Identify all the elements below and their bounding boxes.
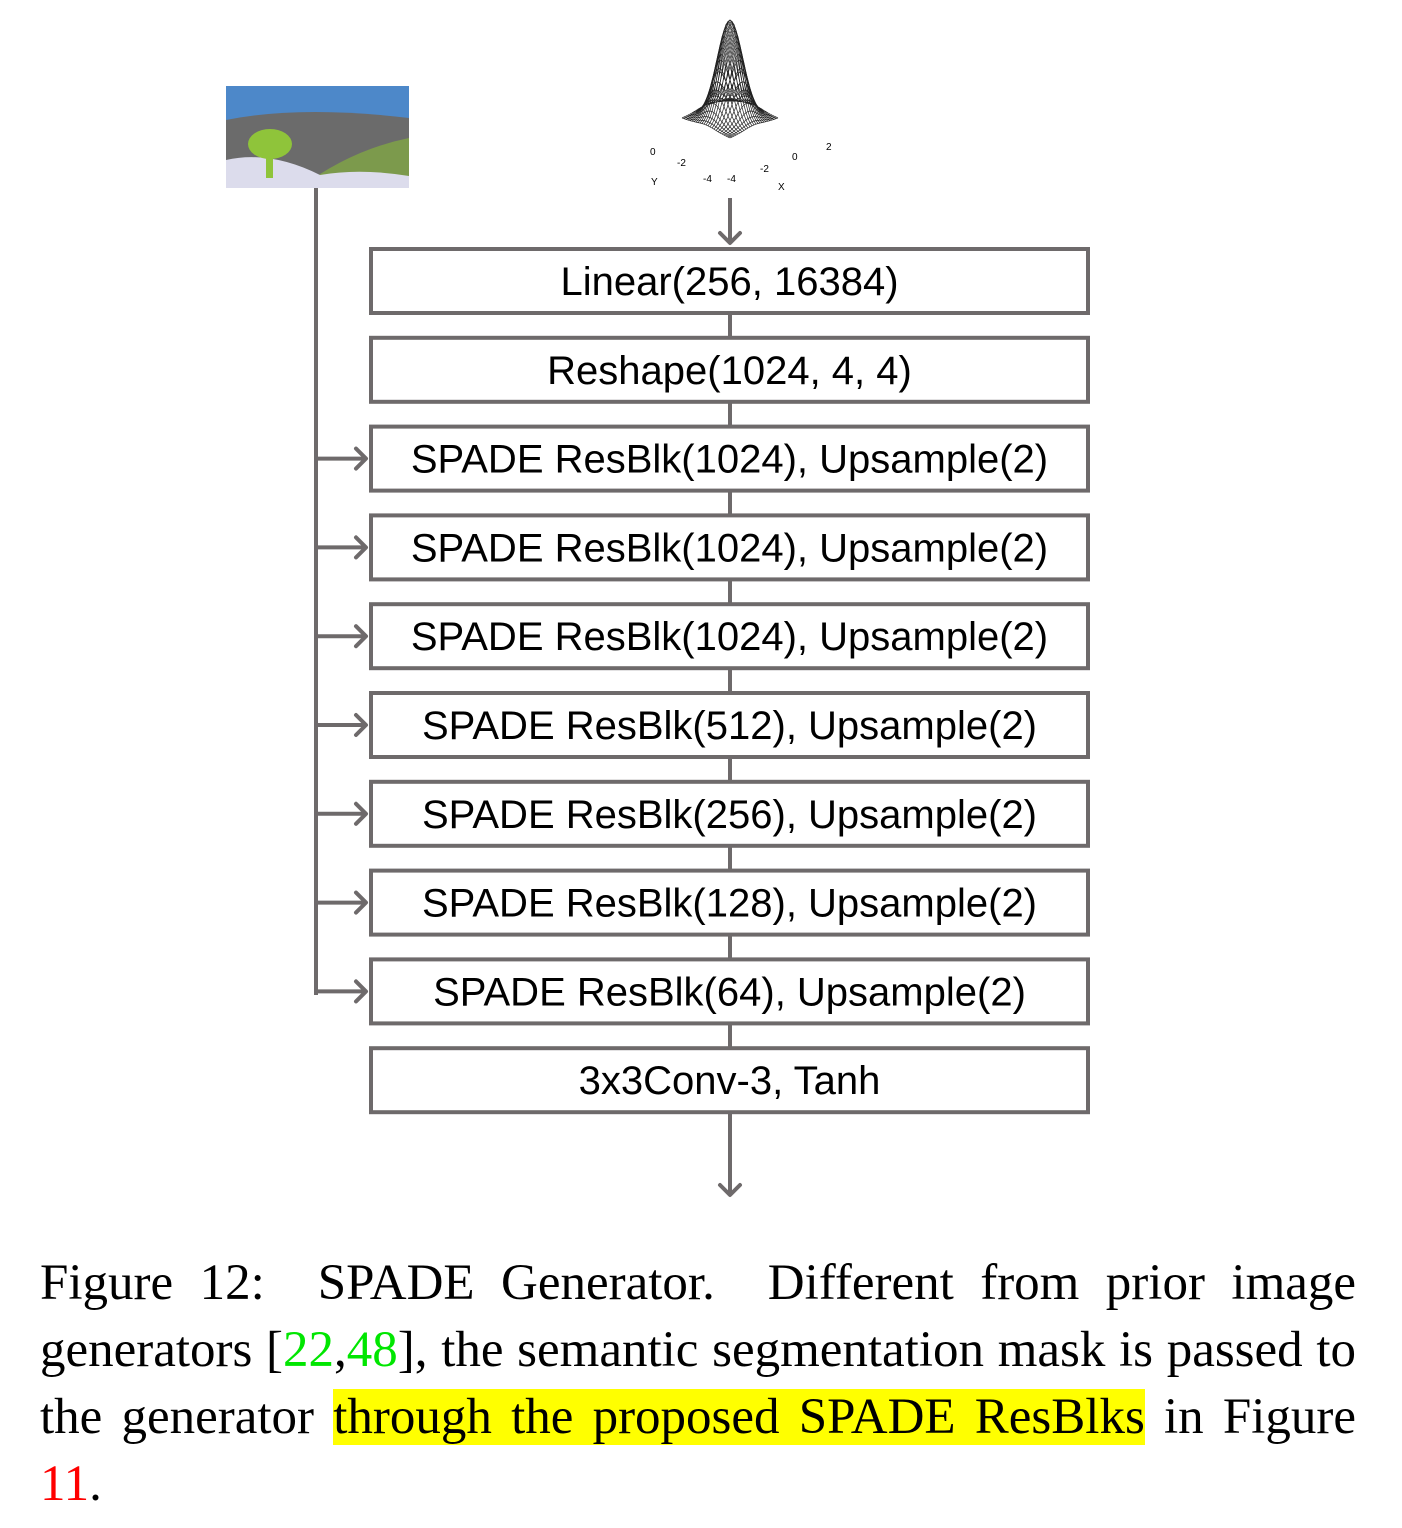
connectors <box>314 188 742 1197</box>
gaussian-noise-plot: 0 -2 -4 -4 -2 0 2Y X <box>650 19 832 193</box>
network-block: SPADE ResBlk(128), Upsample(2) <box>369 868 1090 937</box>
axis-tick-label: -4 <box>703 174 712 185</box>
block-label: SPADE ResBlk(512), Upsample(2) <box>422 704 1037 748</box>
surface-gridline <box>683 116 733 138</box>
highlighted-text: through the proposed SPADE ResBlks <box>333 1389 1145 1445</box>
block-box <box>369 779 1090 848</box>
block-box <box>369 513 1090 582</box>
network-blocks: Linear(256, 16384) Reshape(1024, 4, 4) SPA… <box>369 247 1090 1115</box>
caption-text-4: . <box>89 1456 102 1512</box>
mask-input-arrowhead <box>354 801 368 826</box>
surface-gridline <box>687 110 737 136</box>
network-block: 3x3Conv-3, Tanh <box>369 1046 1090 1115</box>
network-block: SPADE ResBlk(512), Upsample(2) <box>369 691 1090 759</box>
surface-gridline <box>721 102 771 135</box>
surface-gridline <box>705 19 755 126</box>
block-label: SPADE ResBlk(1024), Upsample(2) <box>411 526 1048 570</box>
spade-generator-diagram: 0 -2 -4 -4 -2 0 2Y X Linear(256, 16384) Reshape(… <box>226 19 1090 1197</box>
network-block: SPADE ResBlk(1024), Upsample(2) <box>369 424 1090 493</box>
block-label: SPADE ResBlk(128), Upsample(2) <box>422 882 1037 926</box>
block-box <box>369 247 1090 315</box>
mask-input-arrowhead <box>354 624 368 649</box>
caption-separator: , <box>334 1322 347 1378</box>
mask-input-arrowhead <box>354 446 368 471</box>
block-label: SPADE ResBlk(256), Upsample(2) <box>422 793 1037 837</box>
surface-gridline <box>705 19 755 126</box>
block-box <box>369 335 1090 404</box>
mask-input-arrowhead <box>354 979 368 1004</box>
caption-text-2: ], the semantic segmentation mask is pas… <box>40 1322 1356 1445</box>
citation-link[interactable]: 48 <box>346 1322 398 1378</box>
mask-input-arrowhead <box>354 713 368 737</box>
figure-caption: Figure 12: SPADE Generator. Different fr… <box>40 1250 1356 1518</box>
axis-tick-label: -2 <box>677 158 686 169</box>
x-axis-label: X <box>778 182 785 193</box>
caption-text-1: Different from prior image generators [ <box>40 1255 1357 1378</box>
surface-gridline <box>727 116 777 138</box>
caption-label: Figure 12: <box>40 1255 265 1311</box>
noise-input-arrowhead <box>718 231 742 245</box>
citation-link[interactable]: 22 <box>283 1322 335 1378</box>
network-block: SPADE ResBlk(64), Upsample(2) <box>369 957 1090 1026</box>
surface-gridline <box>729 117 779 139</box>
block-label: Linear(256, 16384) <box>560 260 898 304</box>
mask-input-arrowhead <box>354 535 368 560</box>
block-box <box>369 602 1090 671</box>
caption-text-3: in Figure <box>1144 1389 1356 1445</box>
block-label: 3x3Conv-3, Tanh <box>579 1059 881 1103</box>
surface-gridline <box>723 110 773 136</box>
network-block: SPADE ResBlk(1024), Upsample(2) <box>369 602 1090 671</box>
output-arrowhead <box>718 1183 742 1197</box>
network-block: SPADE ResBlk(256), Upsample(2) <box>369 779 1090 848</box>
surface-gridline <box>725 115 775 137</box>
axis-tick-label: -2 <box>760 164 769 175</box>
surface-gridline <box>685 115 735 137</box>
segmentation-mask-image <box>226 86 409 188</box>
axis-tick-label: 0 <box>792 152 798 163</box>
y-axis-label: Y <box>651 177 658 188</box>
block-box <box>369 424 1090 493</box>
block-label: SPADE ResBlk(1024), Upsample(2) <box>411 615 1048 659</box>
mask-input-arrowhead <box>354 890 368 915</box>
block-label: Reshape(1024, 4, 4) <box>547 349 912 393</box>
block-label: SPADE ResBlk(1024), Upsample(2) <box>411 438 1048 482</box>
network-block: Reshape(1024, 4, 4) <box>369 335 1090 404</box>
block-label: SPADE ResBlk(64), Upsample(2) <box>433 970 1026 1014</box>
axis-tick-label: 2 <box>826 142 832 153</box>
axis-tick-label: -4 <box>727 174 736 185</box>
block-box <box>369 1046 1090 1115</box>
figure-reference-link[interactable]: 11 <box>40 1456 90 1512</box>
axis-tick-label: 0 <box>650 147 656 158</box>
block-box <box>369 957 1090 1026</box>
surface-gridline <box>681 117 731 139</box>
caption-title: SPADE Generator. <box>317 1255 715 1311</box>
network-block: Linear(256, 16384) <box>369 247 1090 315</box>
block-box <box>369 868 1090 937</box>
block-box <box>369 691 1090 759</box>
network-block: SPADE ResBlk(1024), Upsample(2) <box>369 513 1090 582</box>
